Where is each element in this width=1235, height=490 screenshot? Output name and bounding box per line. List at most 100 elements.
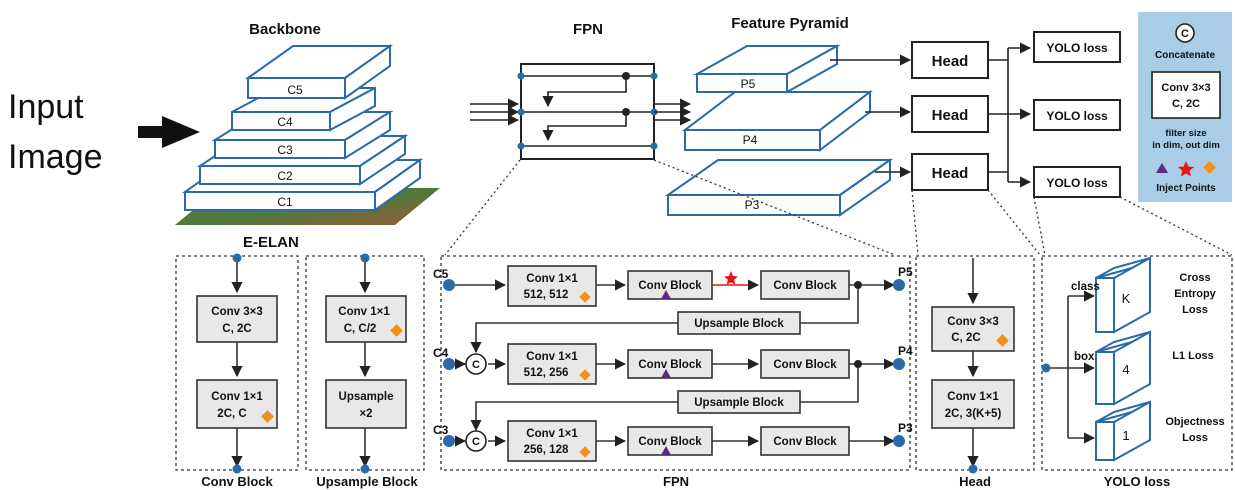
fpn-mini-diagram xyxy=(517,63,658,160)
input-label-line1: Input xyxy=(8,88,84,126)
pyramid-title: Feature Pyramid xyxy=(731,15,849,32)
conv-block-box2-line2: 2C, C xyxy=(217,408,246,420)
head-box1-line1: Conv 3×3 xyxy=(947,316,998,328)
fpn-title: FPN xyxy=(573,21,603,38)
head-to-loss-arrows xyxy=(988,42,1032,188)
inject-star-icon xyxy=(1178,161,1194,177)
upsample-block-box2-line2: ×2 xyxy=(359,408,372,420)
inject-triangle-icon xyxy=(661,369,671,378)
conv-legend-line2: C, 2C xyxy=(1172,98,1200,110)
filter-legend-line1: filter size xyxy=(1165,128,1206,139)
inject-diamond-icon xyxy=(261,410,274,423)
inject-diamond-icon xyxy=(579,446,591,458)
concat-node-label: C xyxy=(472,359,480,371)
fpn-output-p4: P4 xyxy=(898,344,913,358)
head-detail-title: Head xyxy=(959,474,991,489)
inject-diamond-icon xyxy=(579,369,591,381)
input-label-line2: Image xyxy=(8,138,103,176)
conv-block-panel xyxy=(175,253,299,474)
conv-block-title: Conv Block xyxy=(201,474,273,489)
fpn-upsample-label-1: Upsample Block xyxy=(694,318,784,330)
fpn-row3-conv-line1: Conv 1×1 xyxy=(526,428,578,440)
fpn-input-c5: C5 xyxy=(433,267,449,281)
pyramid-label-p4: P4 xyxy=(743,133,758,147)
head-box2-line2: 2C, 3(K+5) xyxy=(945,408,1002,420)
loss-class-label: class xyxy=(1071,281,1100,293)
loss-cross-entropy-line2: Entropy xyxy=(1174,288,1216,300)
feature-pyramid-stack xyxy=(664,44,894,217)
backbone-label-c5: C5 xyxy=(287,83,303,97)
yolo-loss-label-2: YOLO loss xyxy=(1046,109,1108,123)
concat-node-icon xyxy=(465,430,487,452)
fpn-detail-panel xyxy=(440,255,911,471)
head-label-1: Head xyxy=(932,53,969,70)
inject-triangle-icon xyxy=(661,446,671,455)
fpn-row3-conv-line2: 256, 128 xyxy=(524,444,569,456)
concat-node-icon xyxy=(465,353,487,375)
yolo-loss-label-1: YOLO loss xyxy=(1046,41,1108,55)
head-label-2: Head xyxy=(932,107,969,124)
head-boxes xyxy=(911,41,989,191)
loss-cross-entropy-line3: Loss xyxy=(1182,304,1208,316)
upsample-block-title: Upsample Block xyxy=(316,474,418,489)
fpn-row1-conv-line1: Conv 1×1 xyxy=(526,273,578,285)
legend-panel: C Concatenate Conv 3×3 C, 2C filter size… xyxy=(1138,12,1232,202)
inject-triangle-icon xyxy=(1156,163,1168,173)
fpn-input-c4: C4 xyxy=(433,346,449,360)
eelan-title: E-ELAN xyxy=(243,234,299,251)
loss-cross-entropy-line1: Cross xyxy=(1179,272,1210,284)
backbone-c1-side xyxy=(374,158,421,212)
backbone-label-c4: C4 xyxy=(277,115,293,129)
fpn-input-c3: C3 xyxy=(433,423,449,437)
concat-legend-symbol: C xyxy=(1181,28,1189,40)
concat-legend-icon xyxy=(1175,23,1195,43)
backbone-stack xyxy=(175,44,440,225)
backbone-to-fpn-arrows xyxy=(470,98,520,126)
fpn-row2-conv-line2: 512, 256 xyxy=(524,367,569,379)
fpn-row2-conv-line1: Conv 1×1 xyxy=(526,351,578,363)
backbone-label-c3: C3 xyxy=(277,143,293,157)
input-arrow xyxy=(138,116,200,148)
conv-legend-line1: Conv 3×3 xyxy=(1161,82,1210,94)
upsample-block-panel xyxy=(305,253,425,474)
loss-objectness-line2: Loss xyxy=(1182,432,1208,444)
loss-objectness-line1: Objectness xyxy=(1165,416,1224,428)
upsample-block-box1-line2: C, C/2 xyxy=(344,323,377,335)
backbone-label-c2: C2 xyxy=(277,169,293,183)
fpn-output-p5: P5 xyxy=(898,265,913,279)
backbone-label-c1: C1 xyxy=(277,195,293,209)
inject-star-icon xyxy=(724,271,738,285)
fpn-row3-block2: Conv Block xyxy=(773,436,837,448)
fpn-detail-title: FPN xyxy=(663,474,689,489)
concat-node-label: C xyxy=(472,436,480,448)
head-label-3: Head xyxy=(932,165,969,182)
fpn-row2-block2: Conv Block xyxy=(773,359,837,371)
head-box1-line2: C, 2C xyxy=(951,332,980,344)
backbone-title: Backbone xyxy=(249,21,321,38)
fpn-row2-block1: Conv Block xyxy=(638,359,702,371)
fpn-row1-block1: Conv Block xyxy=(638,280,702,292)
yolo-loss-detail-panel xyxy=(1041,255,1233,471)
yolo-loss-label-3: YOLO loss xyxy=(1046,176,1108,190)
fpn-to-pyramid-arrows xyxy=(654,98,692,126)
fpn-row3-block1: Conv Block xyxy=(638,436,702,448)
inject-diamond-icon xyxy=(390,324,403,337)
upsample-block-box2-line1: Upsample xyxy=(339,391,394,403)
head-detail-panel xyxy=(915,255,1035,474)
fpn-row1-conv-line2: 512, 512 xyxy=(524,289,569,301)
pyramid-label-p3: P3 xyxy=(745,198,760,212)
fpn-upsample-label-2: Upsample Block xyxy=(694,397,784,409)
loss-box-label: box xyxy=(1074,351,1095,363)
inject-legend-label: Inject Points xyxy=(1156,183,1216,194)
loss-slab-4: 4 xyxy=(1122,362,1129,377)
filter-legend-line2: in dim, out dim xyxy=(1152,140,1220,151)
loss-slab-k: K xyxy=(1122,291,1131,306)
inject-diamond-icon xyxy=(579,291,591,303)
zoom-connector-lines xyxy=(444,159,1233,256)
inject-triangle-icon xyxy=(661,290,671,299)
yolo-loss-boxes xyxy=(1033,31,1121,198)
loss-l1-label: L1 Loss xyxy=(1172,350,1214,362)
conv-block-box1-line2: C, 2C xyxy=(222,323,251,335)
loss-slab-1: 1 xyxy=(1122,428,1129,443)
